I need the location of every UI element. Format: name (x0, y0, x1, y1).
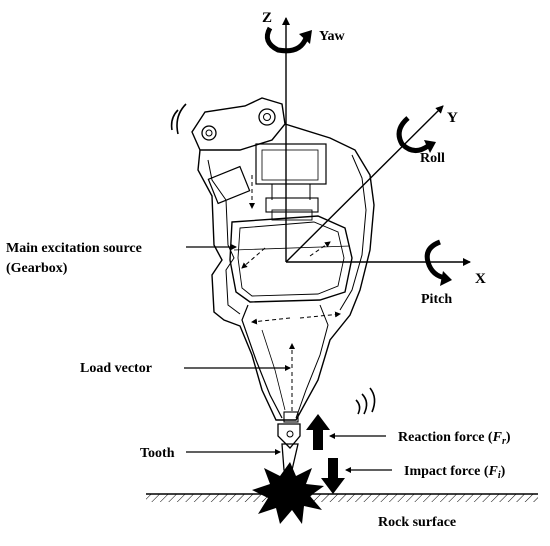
internal-load-paths (241, 175, 341, 412)
yaw-label: Yaw (319, 29, 346, 44)
reaction-force-arrow (306, 414, 330, 450)
x-axis-label: X (475, 271, 486, 287)
rock-surface-label: Rock surface (378, 515, 456, 530)
z-axis-label: Z (262, 10, 272, 26)
main-excitation-label: Main excitation source (6, 241, 142, 256)
coordinate-axes (282, 17, 471, 266)
rock-surface (146, 493, 538, 502)
reaction-force-label: Reaction force (Fr) (398, 430, 511, 447)
impact-burst (252, 462, 324, 524)
roll-rotation-icon (396, 116, 436, 153)
yaw-rotation-icon (264, 26, 312, 54)
y-axis (285, 105, 444, 263)
mount-hole-right (258, 108, 276, 126)
roll-label: Roll (420, 151, 445, 166)
pitch-rotation-icon (424, 239, 452, 286)
main-excitation-sublabel: (Gearbox) (6, 261, 68, 276)
mount-hole-left (201, 125, 217, 141)
load-vector-label: Load vector (80, 361, 152, 376)
ripper-body (191, 97, 375, 478)
pitch-label: Pitch (421, 292, 452, 307)
y-axis-label: Y (447, 110, 458, 126)
vibration-marks-bottom (355, 387, 376, 415)
impact-force-label: Impact force (Fi) (404, 464, 506, 481)
tooth-label: Tooth (140, 446, 175, 461)
vibration-marks-top (170, 103, 187, 135)
impact-force-arrow (321, 458, 345, 494)
